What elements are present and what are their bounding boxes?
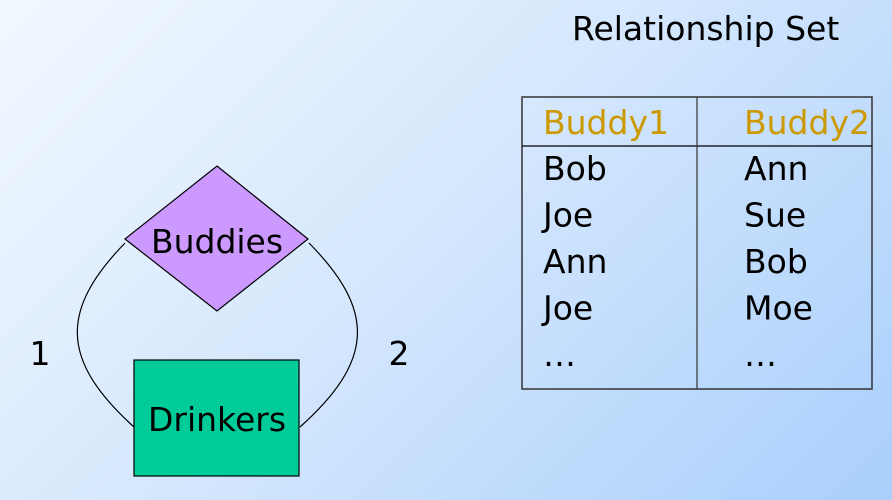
table-cell: Joe	[541, 196, 593, 235]
table-cell: Moe	[744, 289, 813, 328]
table-cell: Joe	[541, 289, 593, 328]
column-header-buddy1: Buddy1	[543, 103, 669, 142]
column-header-buddy2: Buddy2	[744, 103, 870, 142]
role-2-connector	[299, 242, 358, 428]
role-label-2: 2	[389, 334, 410, 373]
slide-title: Relationship Set	[572, 9, 839, 48]
entity-rectangle	[133, 359, 300, 477]
entity-label: Drinkers	[148, 400, 286, 439]
table-cell: …	[744, 335, 777, 374]
table-cell: Ann	[744, 149, 808, 188]
table-cell: Sue	[744, 196, 806, 235]
table-cell: Bob	[543, 149, 607, 188]
table-cell: Ann	[543, 242, 607, 281]
role-1-connector	[76, 242, 135, 428]
relationship-label: Buddies	[151, 222, 283, 261]
table-cell: …	[543, 335, 576, 374]
relationship-diamond	[124, 165, 309, 312]
table-cell: Bob	[744, 242, 808, 281]
role-label-1: 1	[30, 334, 51, 373]
